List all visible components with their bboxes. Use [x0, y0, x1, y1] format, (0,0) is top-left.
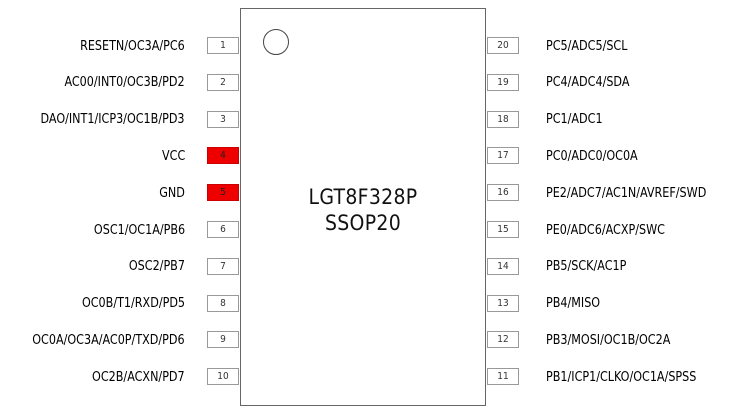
pin-3-box: 3 [207, 110, 239, 128]
pin-14-label: PB5/SCK/AC1P [546, 258, 627, 275]
pin-6-label: OSC1/OC1A/PB6 [93, 221, 185, 238]
pin-2-box: 2 [207, 73, 239, 91]
pin-12-label: PB3/MOSI/OC1B/OC2A [546, 331, 671, 348]
pin-19-box: 19 [487, 73, 519, 91]
pin-8-label: OC0B/T1/RXD/PD5 [81, 295, 185, 312]
pin-20-label: PC5/ADC5/SCL [546, 37, 628, 54]
pin-5-label: GND [159, 184, 185, 201]
pin-15-box: 15 [487, 221, 519, 238]
pin-18-label: PC1/ADC1 [546, 111, 603, 128]
pin-10-box: 10 [207, 368, 239, 386]
pin-17-label: PC0/ADC0/OC0A [546, 147, 638, 164]
chip-package-name: SSOP20 [324, 211, 402, 235]
ic-package-body: LGT8F328P SSOP20 [240, 8, 486, 406]
chip-part-number: LGT8F328P [308, 185, 418, 209]
pin-13-label: PB4/MISO [546, 295, 601, 312]
pin-2-label: AC00/INT0/OC3B/PD2 [64, 74, 185, 91]
pin-9-box: 9 [207, 331, 239, 349]
pin-13-box: 13 [487, 294, 519, 312]
pin-17-box: 17 [487, 147, 519, 165]
pin-4-box: 4 [207, 147, 239, 165]
pin-3-label: DAO/INT1/ICP3/OC1B/PD3 [40, 111, 185, 128]
pin-5-box: 5 [207, 184, 239, 202]
pin-11-label: PB1/ICP1/CLKO/OC1A/SPSS [546, 368, 697, 385]
pin-18-box: 18 [487, 110, 519, 128]
pin-1-label: RESETN/OC3A/PC6 [80, 37, 185, 54]
pin-15-label: PE0/ADC6/ACXP/SWC [546, 221, 665, 238]
pin-9-label: OC0A/OC3A/AC0P/TXD/PD6 [32, 331, 185, 348]
pin-11-box: 11 [487, 368, 519, 386]
pin-16-box: 16 [487, 184, 519, 202]
pin-19-label: PC4/ADC4/SDA [546, 74, 630, 91]
pin-7-box: 7 [207, 257, 239, 275]
pin-14-box: 14 [487, 257, 519, 275]
pin-8-box: 8 [207, 294, 239, 312]
pin-4-label: VCC [161, 147, 185, 164]
pin-20-box: 20 [487, 37, 519, 54]
pin1-indicator-circle [263, 29, 289, 55]
pin-16-label: PE2/ADC7/AC1N/AVREF/SWD [546, 184, 707, 201]
pin-10-label: OC2B/ACXN/PD7 [92, 368, 185, 385]
pin-6-box: 6 [207, 221, 239, 238]
pin-12-box: 12 [487, 331, 519, 349]
pin-1-box: 1 [207, 37, 239, 54]
pin-7-label: OSC2/PB7 [128, 258, 185, 275]
